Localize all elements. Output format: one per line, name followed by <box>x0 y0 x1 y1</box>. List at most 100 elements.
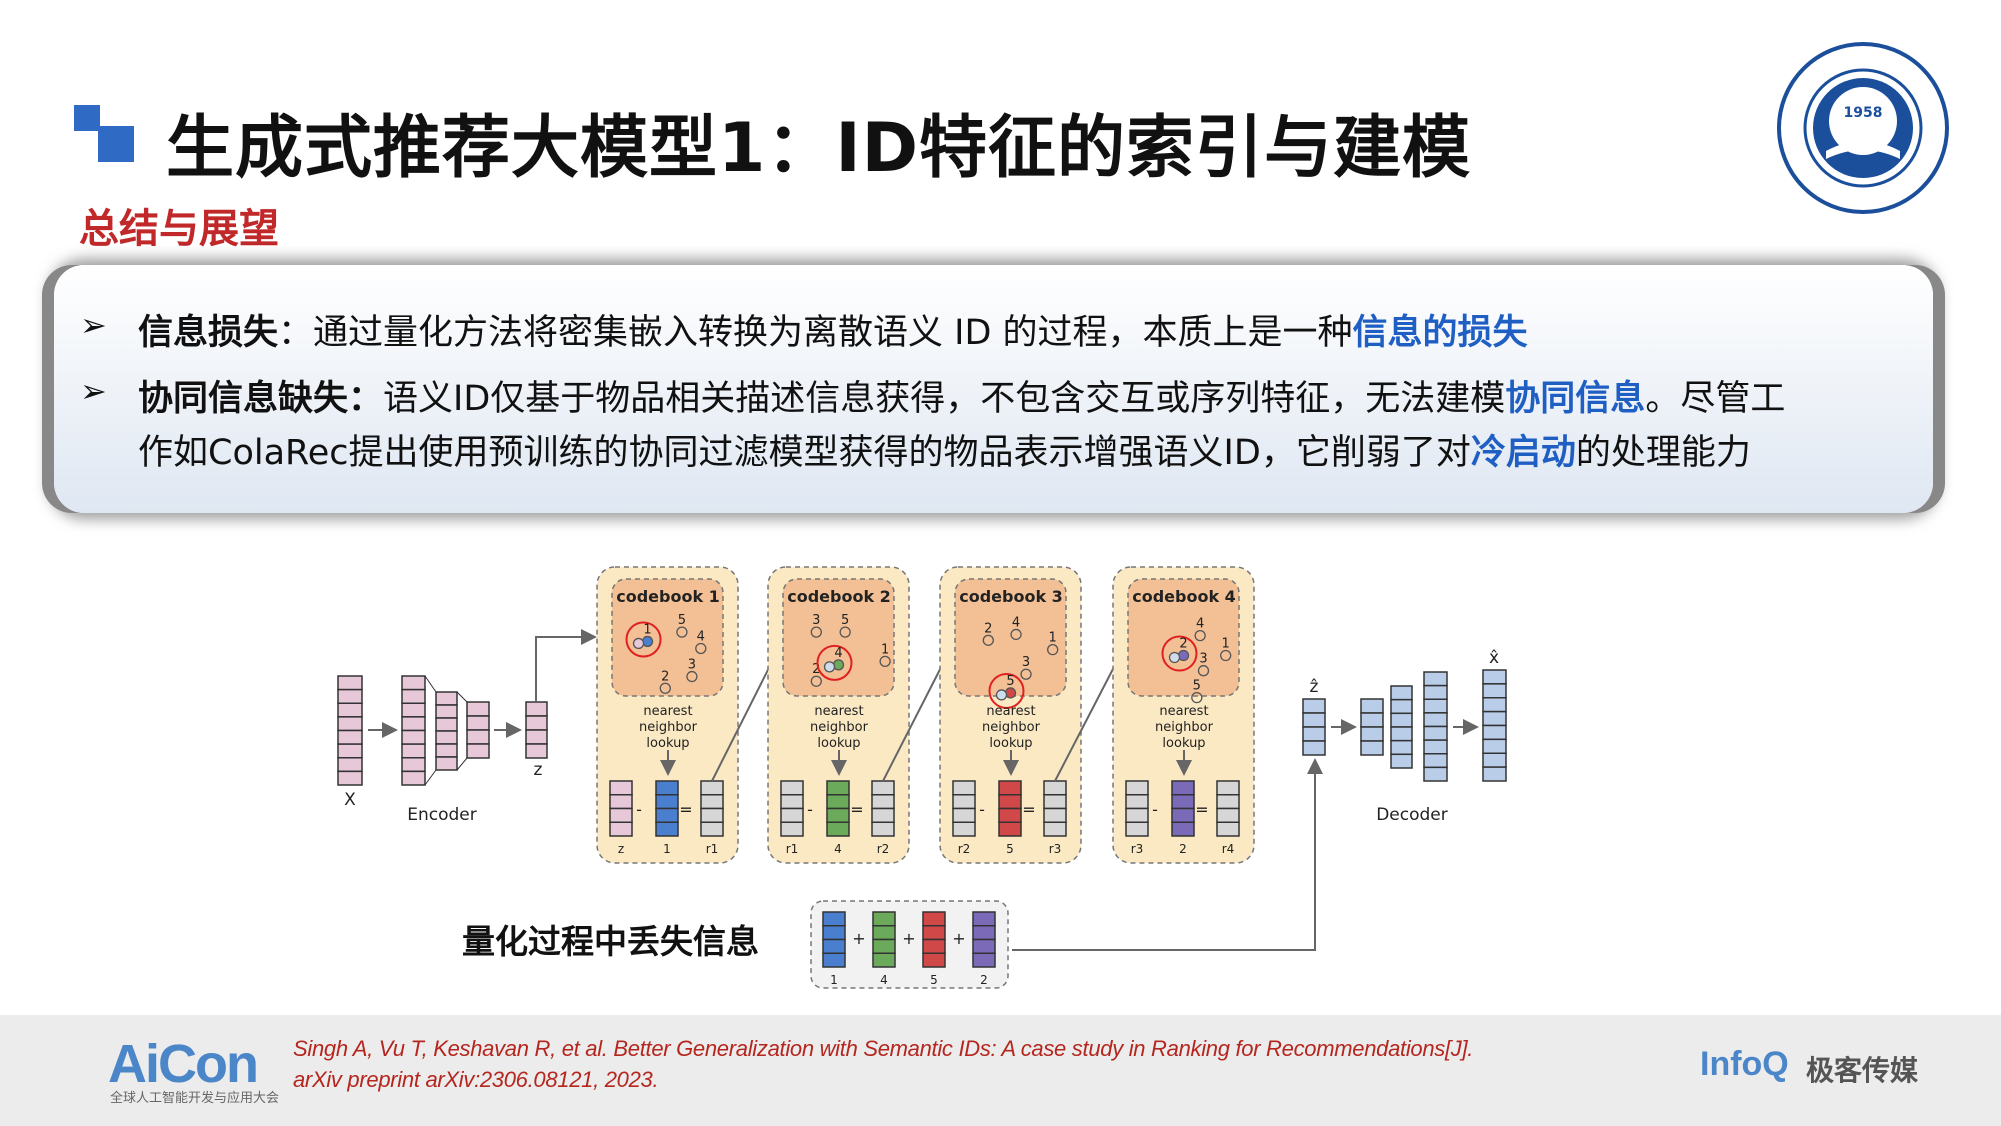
decoder-label: Decoder <box>1376 805 1448 825</box>
sum-codeword-vector <box>972 911 996 968</box>
vector-cell <box>1171 794 1195 810</box>
vector-cell <box>525 743 548 759</box>
lookup-text: lookup <box>646 736 689 751</box>
bullet-line: 作如ColaRec提出使用预训练的协同过滤模型获得的物品表示增强语义ID，它削弱… <box>138 426 1785 480</box>
residual-vector <box>700 780 724 837</box>
vector-cell <box>337 675 363 691</box>
vector-cell <box>872 938 896 954</box>
vector-cell <box>1043 780 1067 796</box>
vector-cell <box>337 743 363 759</box>
vector-cell <box>435 691 458 706</box>
bullet-heading: 信息损失 <box>138 313 279 353</box>
vector-cell <box>1423 671 1448 687</box>
vector-cell <box>826 821 850 837</box>
vector-label: z <box>618 842 624 856</box>
vector-cell <box>609 794 633 810</box>
codebook-title: codebook 3 <box>959 587 1063 606</box>
vector-cell <box>401 729 426 745</box>
vector-cell <box>1125 780 1149 796</box>
bullet-text: 信息损失：通过量化方法将密集嵌入转换为离散语义 ID 的过程，本质上是一种信息的… <box>138 306 1528 360</box>
vector-cell <box>1171 780 1195 796</box>
lookup-text: nearest <box>814 704 863 719</box>
codeword-vector <box>1171 780 1195 837</box>
codebook-point-label: 1 <box>1049 631 1057 646</box>
vector-cell <box>466 715 490 731</box>
vector-cell <box>1216 807 1240 823</box>
codebook-point-label: 3 <box>688 658 696 673</box>
codebook-point <box>676 626 688 638</box>
lookup-text: neighbor <box>1155 720 1214 735</box>
vector-label: r1 <box>706 842 719 856</box>
vector-cell <box>435 704 458 719</box>
nearest-highlight-circle <box>1161 635 1198 672</box>
vector-cell <box>1423 753 1448 769</box>
codebook-title: codebook 4 <box>1132 587 1236 606</box>
vector-cell <box>952 780 976 796</box>
vector-cell <box>655 780 679 796</box>
vector-cell <box>826 807 850 823</box>
codebook-point <box>1020 668 1032 680</box>
vector-cell <box>1423 739 1448 755</box>
vector-cell <box>952 821 976 837</box>
highlight-text: 协同信息 <box>1505 379 1646 419</box>
vector-cell <box>1302 740 1326 756</box>
vector-cell <box>1423 725 1448 741</box>
vector-cell <box>1482 738 1507 754</box>
codebook-point-label: 3 <box>1022 655 1030 670</box>
vector-cell <box>401 716 426 732</box>
decoder-layer <box>1360 698 1384 756</box>
sum-code-label: 5 <box>930 973 938 987</box>
vector-label: r4 <box>1222 842 1235 856</box>
aicon-logo: AiCon <box>108 1034 259 1094</box>
vector-cell <box>1125 821 1149 837</box>
codebook-point <box>982 634 994 646</box>
vector-cell <box>655 807 679 823</box>
codebook-point-label: 2 <box>812 662 820 677</box>
vector-cell <box>1360 698 1384 714</box>
title-decor-square <box>98 126 134 162</box>
input-x-vector <box>337 675 363 786</box>
minus-sign: - <box>807 800 813 819</box>
codebook-point <box>695 642 707 655</box>
vector-label: r2 <box>877 842 890 856</box>
university-logo: 1958 <box>1777 42 1949 214</box>
logo-year: 1958 <box>1844 105 1883 121</box>
plus-sign: + <box>902 929 915 948</box>
encoder-connector <box>424 675 437 786</box>
vector-cell <box>872 911 896 927</box>
flow-arrow <box>535 629 597 702</box>
codebook-space <box>782 578 895 697</box>
vector-cell <box>972 925 996 941</box>
codebook-point <box>810 626 822 638</box>
vector-cell <box>1482 710 1507 727</box>
vector-cell <box>826 780 850 796</box>
codebook-point <box>1177 649 1190 662</box>
flow-arrow <box>1012 758 1323 951</box>
codebook-title: codebook 1 <box>616 587 720 606</box>
vector-cell <box>871 794 895 810</box>
codebook-point-label: 4 <box>834 646 842 661</box>
vector-cell <box>1125 794 1149 810</box>
codebook-point <box>1197 665 1210 677</box>
vector-label: r3 <box>1049 842 1062 856</box>
nearest-highlight-circle <box>988 672 1025 709</box>
vector-cell <box>871 821 895 837</box>
page-subtitle: 总结与展望 <box>79 206 279 252</box>
vector-cell <box>1360 740 1384 756</box>
vector-cell <box>337 757 363 773</box>
codebook-point-label: 3 <box>812 613 820 628</box>
vector-label: r1 <box>786 842 799 856</box>
vector-cell <box>1360 726 1384 742</box>
zhat-vector <box>1302 698 1326 756</box>
minus-sign: - <box>1152 800 1158 819</box>
vector-cell <box>466 729 490 745</box>
residual-vector <box>871 780 895 837</box>
vector-label: r3 <box>1131 842 1144 856</box>
vector-cell <box>1423 684 1448 700</box>
bullet-segment: 。尽管工 <box>1645 379 1786 419</box>
infoq-logo: InfoQ <box>1700 1045 1789 1084</box>
vector-cell <box>871 780 895 796</box>
vector-cell <box>998 794 1022 810</box>
reference-citation: Singh A, Vu T, Keshavan R, et al. Better… <box>293 1033 1473 1095</box>
